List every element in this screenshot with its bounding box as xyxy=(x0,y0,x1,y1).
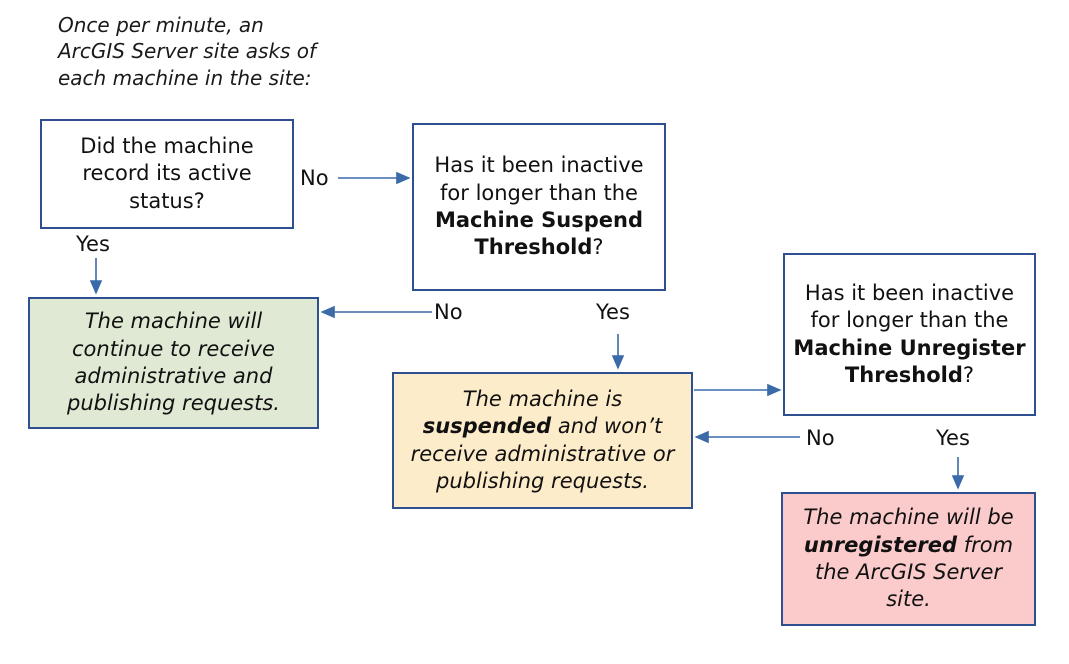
node-decision-active-status-text: Did the machine record its active status… xyxy=(80,134,254,213)
node-outcome-suspended-text: The machine is suspended and won’t recei… xyxy=(402,386,683,495)
unregister-threshold-suffix: ? xyxy=(962,362,975,387)
edge-label-unregister-yes: Yes xyxy=(936,426,970,450)
suspended-suffix: and won’t receive administrative or publ… xyxy=(410,414,675,493)
node-decision-active-status[interactable]: Did the machine record its active status… xyxy=(40,119,294,229)
node-decision-suspend-threshold-text: Has it been inactive for longer than the… xyxy=(422,152,656,261)
node-outcome-unregistered[interactable]: The machine will be unregistered from th… xyxy=(781,492,1036,626)
unregister-threshold-prefix: Has it been inactive for longer than the xyxy=(804,280,1015,333)
edge-label-suspend-no: No xyxy=(434,300,463,324)
node-outcome-continue[interactable]: The machine will continue to receive adm… xyxy=(28,297,319,429)
node-outcome-unregistered-text: The machine will be unregistered from th… xyxy=(791,504,1026,613)
unregistered-emphasis: unregistered xyxy=(803,532,958,557)
node-decision-suspend-threshold[interactable]: Has it been inactive for longer than the… xyxy=(412,123,666,291)
suspend-threshold-emphasis: Machine Suspend Threshold xyxy=(434,208,643,260)
intro-caption: Once per minute, an ArcGIS Server site a… xyxy=(58,13,317,90)
node-outcome-continue-text: The machine will continue to receive adm… xyxy=(67,309,280,416)
edge-label-suspend-yes: Yes xyxy=(596,300,630,324)
unregistered-suffix: from the ArcGIS Server site. xyxy=(814,532,1014,612)
suspend-threshold-suffix: ? xyxy=(592,235,604,260)
edge-label-active-no: No xyxy=(300,166,329,190)
unregister-threshold-emphasis: Machine Unregister Threshold xyxy=(793,335,1026,387)
suspended-prefix: The machine is xyxy=(462,386,623,411)
suspend-threshold-prefix: Has it been inactive for longer than the xyxy=(434,153,644,205)
edge-label-active-yes: Yes xyxy=(76,232,110,256)
node-outcome-suspended[interactable]: The machine is suspended and won’t recei… xyxy=(392,372,693,509)
node-decision-unregister-threshold-text: Has it been inactive for longer than the… xyxy=(793,280,1026,389)
unregistered-prefix: The machine will be xyxy=(803,505,1014,530)
suspended-emphasis: suspended xyxy=(422,414,552,439)
edge-label-unregister-no: No xyxy=(806,426,835,450)
node-decision-unregister-threshold[interactable]: Has it been inactive for longer than the… xyxy=(783,253,1036,416)
